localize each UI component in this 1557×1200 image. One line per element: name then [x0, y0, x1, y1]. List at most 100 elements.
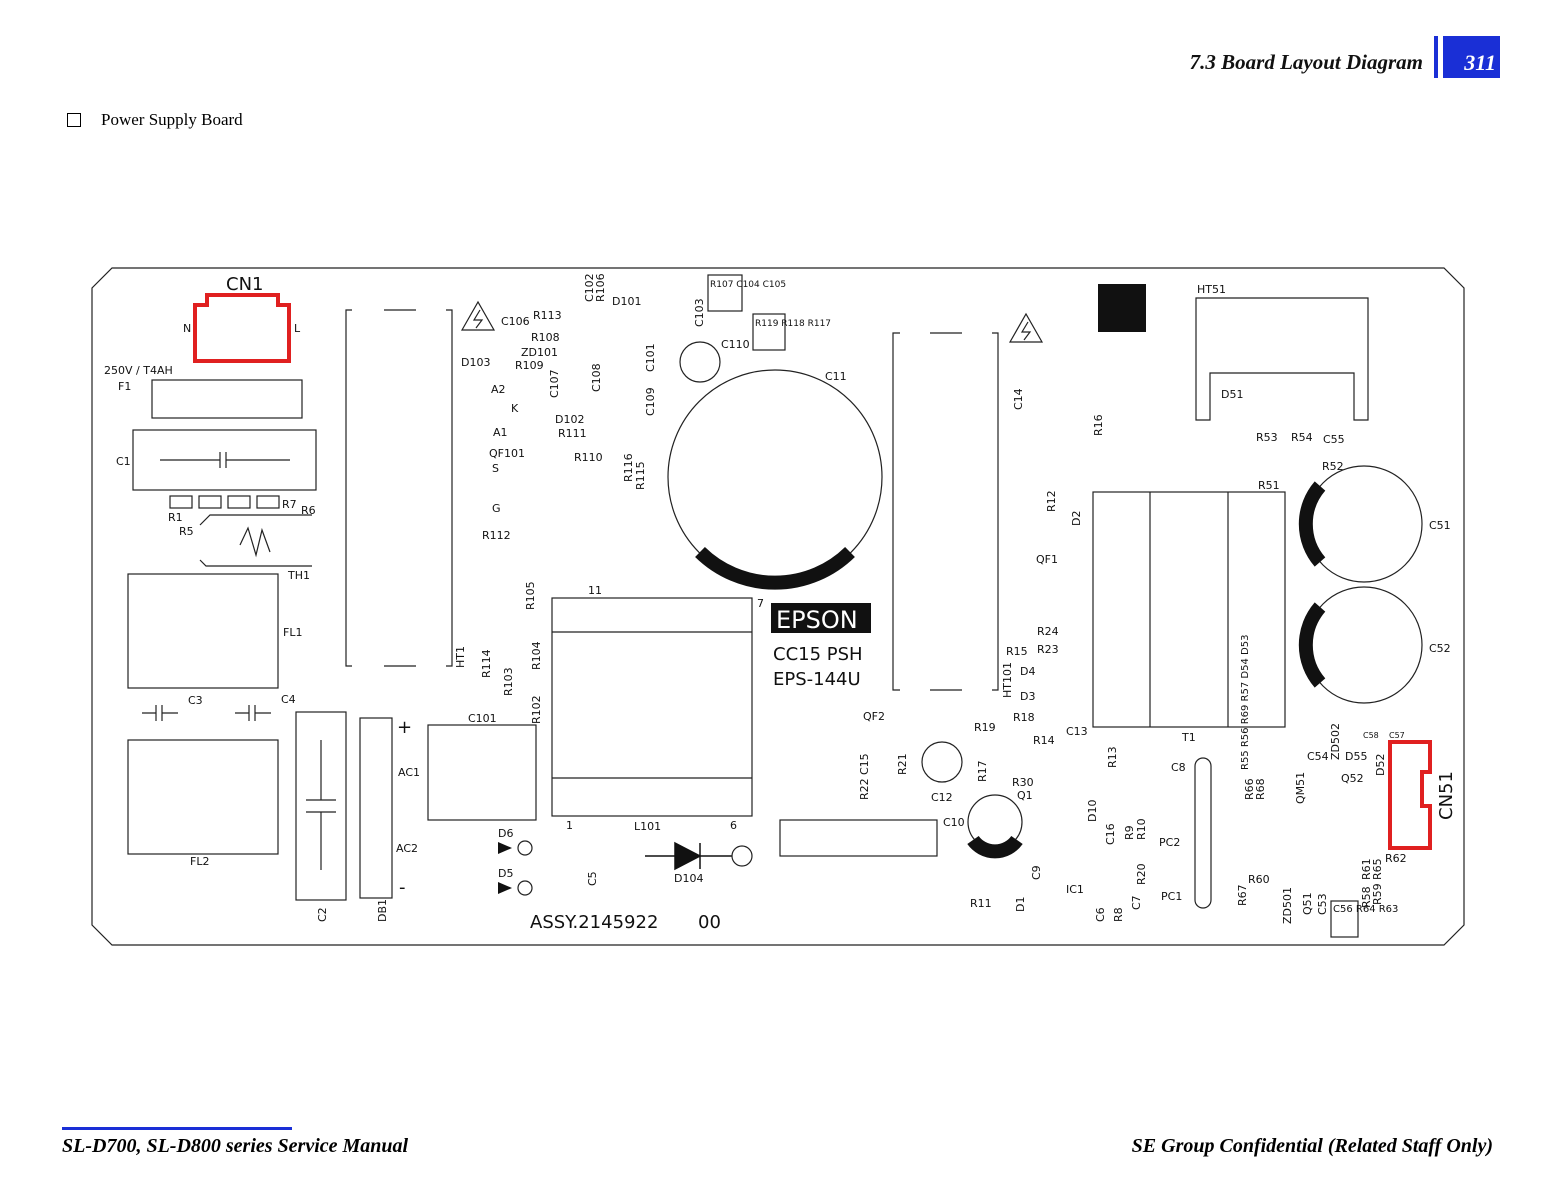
component-label: R60 — [1248, 873, 1270, 886]
capacitor-c101 — [427, 724, 537, 821]
component-label: R58 — [1360, 886, 1373, 908]
component-label: C9 — [1030, 865, 1043, 880]
component-label: HT1 — [454, 646, 467, 668]
component-label: IC1 — [1066, 883, 1084, 896]
component-label: C110 — [721, 338, 750, 351]
c10-polarity — [967, 835, 1023, 859]
footer-confidential: SE Group Confidential (Related Staff Onl… — [1131, 1135, 1493, 1157]
c1-symbol — [160, 452, 290, 468]
component-label: D5 — [498, 867, 513, 880]
d5-pad — [517, 880, 533, 896]
component-label: AC1 — [398, 766, 420, 779]
component-label: R15 — [1006, 645, 1028, 658]
component-label: D6 — [498, 827, 513, 840]
t1-lines — [1149, 492, 1229, 727]
component-label: R14 — [1033, 734, 1055, 747]
high-voltage-warning-icon — [460, 300, 496, 331]
component-label: R52 — [1322, 460, 1344, 473]
component-label: R20 — [1135, 863, 1148, 885]
component-label: R10 — [1135, 818, 1148, 840]
component-label: Q52 — [1341, 772, 1364, 785]
cap-c3-c4 — [142, 705, 271, 721]
component-label-group: R107 C104 C105 — [710, 280, 786, 290]
component-label: F1 — [118, 380, 131, 393]
page-number-badge: 311 — [1438, 36, 1500, 78]
thermistor-th1 — [199, 514, 312, 567]
component-label: R110 — [574, 451, 603, 464]
epson-logo — [771, 603, 871, 633]
component-label: C51 — [1429, 519, 1451, 532]
board-model-code: CC15 PSH — [773, 644, 863, 665]
component-label: R112 — [482, 529, 511, 542]
section-item: Power Supply Board — [67, 110, 243, 130]
component-label: C52 — [1429, 642, 1451, 655]
component-label: R51 — [1258, 479, 1280, 492]
component-label: C103 — [693, 298, 706, 327]
component-label: G — [492, 502, 501, 515]
component-label: R19 — [974, 721, 996, 734]
component-label: D103 — [461, 356, 490, 369]
component-label: D3 — [1020, 690, 1035, 703]
component-label: R17 — [976, 760, 989, 782]
component-label: R61 — [1360, 858, 1373, 880]
component-label: R54 — [1291, 431, 1313, 444]
bridge-db1 — [359, 717, 393, 899]
component-label: QF2 — [863, 710, 885, 723]
component-label: C2 — [316, 907, 329, 922]
component-label: C12 — [931, 791, 953, 804]
component-label: R24 — [1037, 625, 1059, 638]
component-label: QF1 — [1036, 553, 1058, 566]
component-label: + — [397, 717, 412, 738]
component-label: C6 — [1094, 907, 1107, 922]
component-label: R21 — [896, 753, 909, 775]
component-label: R102 — [530, 695, 543, 724]
label-box — [752, 313, 786, 351]
component-label: C16 — [1104, 823, 1117, 845]
epson-logo-text: EPSON — [776, 606, 858, 634]
component-label: QF101 — [489, 447, 525, 460]
d6-pad — [517, 840, 533, 856]
component-label: R65 — [1371, 858, 1384, 880]
c11-polarity — [695, 546, 855, 590]
component-label: R13 — [1106, 746, 1119, 768]
component-label: AC2 — [396, 842, 418, 855]
component-label: - — [399, 877, 406, 898]
component-label: C14 — [1012, 388, 1025, 410]
component-label: DB1 — [376, 899, 389, 922]
heatsink-ht51 — [1195, 297, 1369, 421]
component-label: R6 — [301, 504, 316, 517]
heatsink-left — [345, 309, 453, 667]
photocoupler-pc — [1194, 757, 1212, 909]
component-label: D51 — [1221, 388, 1243, 401]
component-label: C102 — [583, 273, 596, 302]
component-label: C54 — [1307, 750, 1329, 763]
cn51-highlight — [1388, 740, 1432, 850]
component-label: R66 — [1243, 778, 1256, 800]
component-label: R1 — [168, 511, 183, 524]
fuse-f1 — [151, 379, 303, 419]
component-label-group: C56 R64 R63 — [1333, 904, 1398, 915]
heatsink-bottom — [779, 819, 938, 857]
component-label: C109 — [644, 387, 657, 416]
component-label: D10 — [1086, 800, 1099, 822]
component-label: C13 — [1066, 725, 1088, 738]
component-label: L101 — [634, 820, 661, 833]
revision-number: 00 — [698, 912, 721, 933]
component-label: ZD501 — [1281, 887, 1294, 924]
capacitor-c1 — [132, 429, 317, 491]
component-label: R104 — [530, 641, 543, 670]
component-label: C55 — [1323, 433, 1345, 446]
component-label: C10 — [943, 816, 965, 829]
component-label: R22 — [858, 778, 871, 800]
component-label: QM51 — [1294, 772, 1307, 804]
component-label: R105 — [524, 581, 537, 610]
resistor-pads — [169, 495, 280, 509]
footer-rule — [62, 1127, 292, 1130]
square-bullet-icon — [67, 113, 81, 127]
component-label: HT51 — [1197, 283, 1226, 296]
component-label: C58 — [1363, 731, 1379, 740]
component-label: R67 — [1236, 884, 1249, 906]
page-number: 311 — [1464, 50, 1496, 75]
component-label: R109 — [515, 359, 544, 372]
component-label: C101 — [468, 712, 497, 725]
